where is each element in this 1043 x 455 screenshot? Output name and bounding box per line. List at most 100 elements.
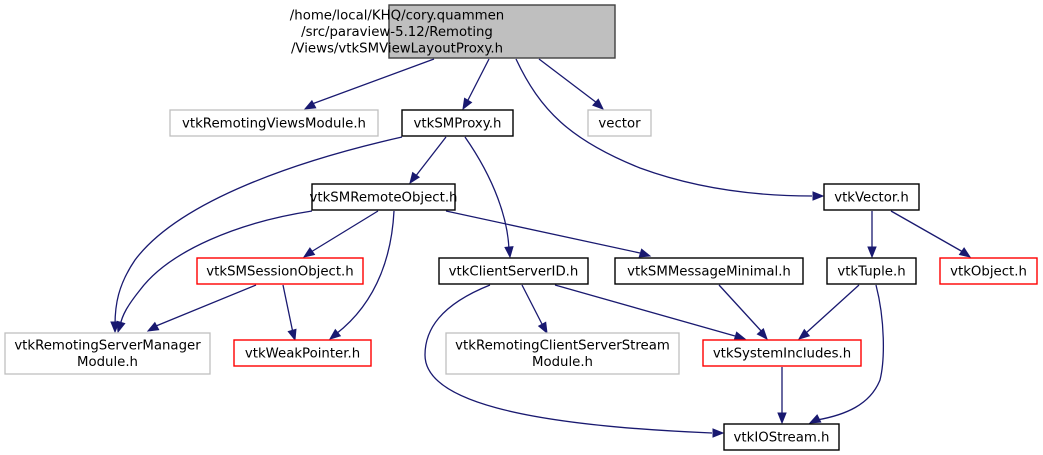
edge-vtkClientServerID-to-vtkIOStream: [424, 284, 725, 438]
edge-line: [538, 58, 598, 104]
arrowhead-icon: [287, 328, 297, 342]
node-label: vtkSystemIncludes.h: [713, 346, 851, 361]
arrowhead-icon: [958, 247, 972, 258]
node-label: vtkSMProxy.h: [414, 116, 502, 131]
node-box: [169, 109, 379, 137]
node-label: vtkSMSessionObject.h: [206, 264, 353, 279]
edge-line: [445, 210, 641, 254]
node-vtkSystemIncludes[interactable]: vtkSystemIncludes.h: [702, 339, 862, 367]
edge-line: [466, 58, 490, 103]
node-box: [401, 109, 514, 137]
node-vtkRemotingViewsModule: vtkRemotingViewsModule.h: [169, 109, 379, 137]
node-box: [723, 423, 840, 451]
edge-vtkSMSessionObject-to-vtkWeakPointer: [282, 284, 297, 342]
node-label: vtkSMMessageMinimal.h: [627, 264, 791, 279]
node-vtkSMRemoteObject[interactable]: vtkSMRemoteObject.h: [310, 183, 458, 211]
node-box: [614, 257, 804, 285]
edge-root-to-vtkSMProxy: [462, 58, 490, 111]
edge-vtkSystemIncludes-to-vtkIOStream: [777, 367, 787, 425]
edge-line: [119, 210, 313, 327]
node-label: /home/local/KHQ/cory.quammen: [290, 8, 504, 23]
node-label: vtkClientServerID.h: [449, 264, 579, 279]
node-vtkIOStream[interactable]: vtkIOStream.h: [723, 423, 840, 451]
edge-line: [464, 136, 510, 251]
arrowhead-icon: [303, 99, 317, 110]
node-label: vtkRemotingViewsModule.h: [182, 116, 366, 131]
arrowhead-icon: [116, 320, 126, 334]
node-box: [438, 257, 589, 285]
edge-root-to-vector: [538, 58, 604, 110]
edge-line: [521, 284, 544, 327]
edge-vtkSMRemoteObject-to-vtkRemotingServerManagerModule: [116, 210, 313, 334]
edge-line: [335, 210, 395, 335]
edge-vtkSMProxy-to-vtkRemotingServerManagerModule: [110, 136, 403, 334]
arrowhead-icon: [808, 414, 822, 424]
arrowhead-icon: [537, 321, 548, 335]
node-label: vector: [598, 116, 641, 131]
node-label: Module.h: [77, 355, 138, 370]
edge-vtkSMRemoteObject-to-vtkWeakPointer: [328, 210, 395, 340]
arrowhead-icon: [756, 327, 768, 341]
edge-line: [311, 58, 435, 105]
node-vtkVector[interactable]: vtkVector.h: [823, 183, 920, 211]
node-label: vtkSMRemoteObject.h: [310, 190, 458, 205]
node-vtkWeakPointer[interactable]: vtkWeakPointer.h: [233, 339, 372, 367]
arrowhead-icon: [733, 331, 747, 341]
node-vtkSMProxy[interactable]: vtkSMProxy.h: [401, 109, 514, 137]
node-box: [196, 257, 364, 285]
arrowhead-icon: [812, 191, 825, 201]
edge-vtkVector-to-vtkObject: [890, 210, 972, 258]
node-label: vtkRemotingClientServerStream: [455, 339, 670, 354]
edge-vtkTuple-to-vtkIOStream: [808, 284, 884, 424]
node-vector: vector: [587, 109, 652, 137]
edge-line: [310, 210, 379, 253]
edge-root-to-vtkVector: [515, 58, 825, 201]
edge-vtkClientServerID-to-vtkSystemIncludes: [554, 284, 747, 341]
node-box: [388, 4, 616, 59]
arrowhead-icon: [328, 328, 342, 340]
node-label: vtkWeakPointer.h: [245, 346, 360, 361]
edge-vtkSMProxy-to-vtkSMRemoteObject: [409, 136, 447, 185]
node-box: [826, 257, 917, 285]
arrowhead-icon: [592, 98, 604, 110]
edge-line: [805, 284, 860, 334]
arrowhead-icon: [302, 247, 316, 258]
arrowhead-icon: [712, 428, 725, 438]
edge-vtkSMRemoteObject-to-vtkSMSessionObject: [302, 210, 379, 258]
node-box: [233, 339, 372, 367]
edge-line: [424, 284, 713, 434]
node-label: vtkIOStream.h: [734, 430, 830, 445]
node-vtkSMMessageMinimal[interactable]: vtkSMMessageMinimal.h: [614, 257, 804, 285]
node-vtkSMSessionObject[interactable]: vtkSMSessionObject.h: [196, 257, 364, 285]
edge-vtkVector-to-vtkTuple: [867, 211, 877, 259]
edge-line: [816, 284, 884, 421]
node-box: [4, 332, 211, 375]
edge-vtkClientServerID-to-vtkRemotingClientServerStreamModule: [521, 284, 548, 335]
edge-line: [515, 58, 813, 197]
node-box: [823, 183, 920, 211]
node-box: [939, 257, 1038, 285]
edge-root-to-vtkRemotingViewsModule: [303, 58, 435, 110]
edges-layer: [110, 58, 972, 438]
node-vtkTuple[interactable]: vtkTuple.h: [826, 257, 917, 285]
edge-line: [554, 284, 736, 337]
node-box: [587, 109, 652, 137]
edge-vtkSMRemoteObject-to-vtkSMMessageMinimal: [445, 210, 652, 258]
edge-line: [282, 284, 294, 334]
edge-vtkSMSessionObject-to-vtkRemotingServerManagerModule: [146, 284, 257, 332]
arrowhead-icon: [462, 97, 473, 111]
node-label: Module.h: [532, 355, 593, 370]
node-label: /Views/vtkSMViewLayoutProxy.h: [291, 41, 503, 56]
edge-vtkSMMessageMinimal-to-vtkSystemIncludes: [718, 284, 768, 341]
node-label: /src/paraview-5.12/Remoting: [301, 25, 493, 40]
node-box: [702, 339, 862, 367]
node-vtkObject[interactable]: vtkObject.h: [939, 257, 1038, 285]
node-root[interactable]: /home/local/KHQ/cory.quammen/src/paravie…: [290, 4, 616, 59]
edge-line: [155, 284, 257, 327]
arrowhead-icon: [638, 248, 652, 258]
node-box: [311, 183, 456, 211]
node-vtkClientServerID[interactable]: vtkClientServerID.h: [438, 257, 589, 285]
